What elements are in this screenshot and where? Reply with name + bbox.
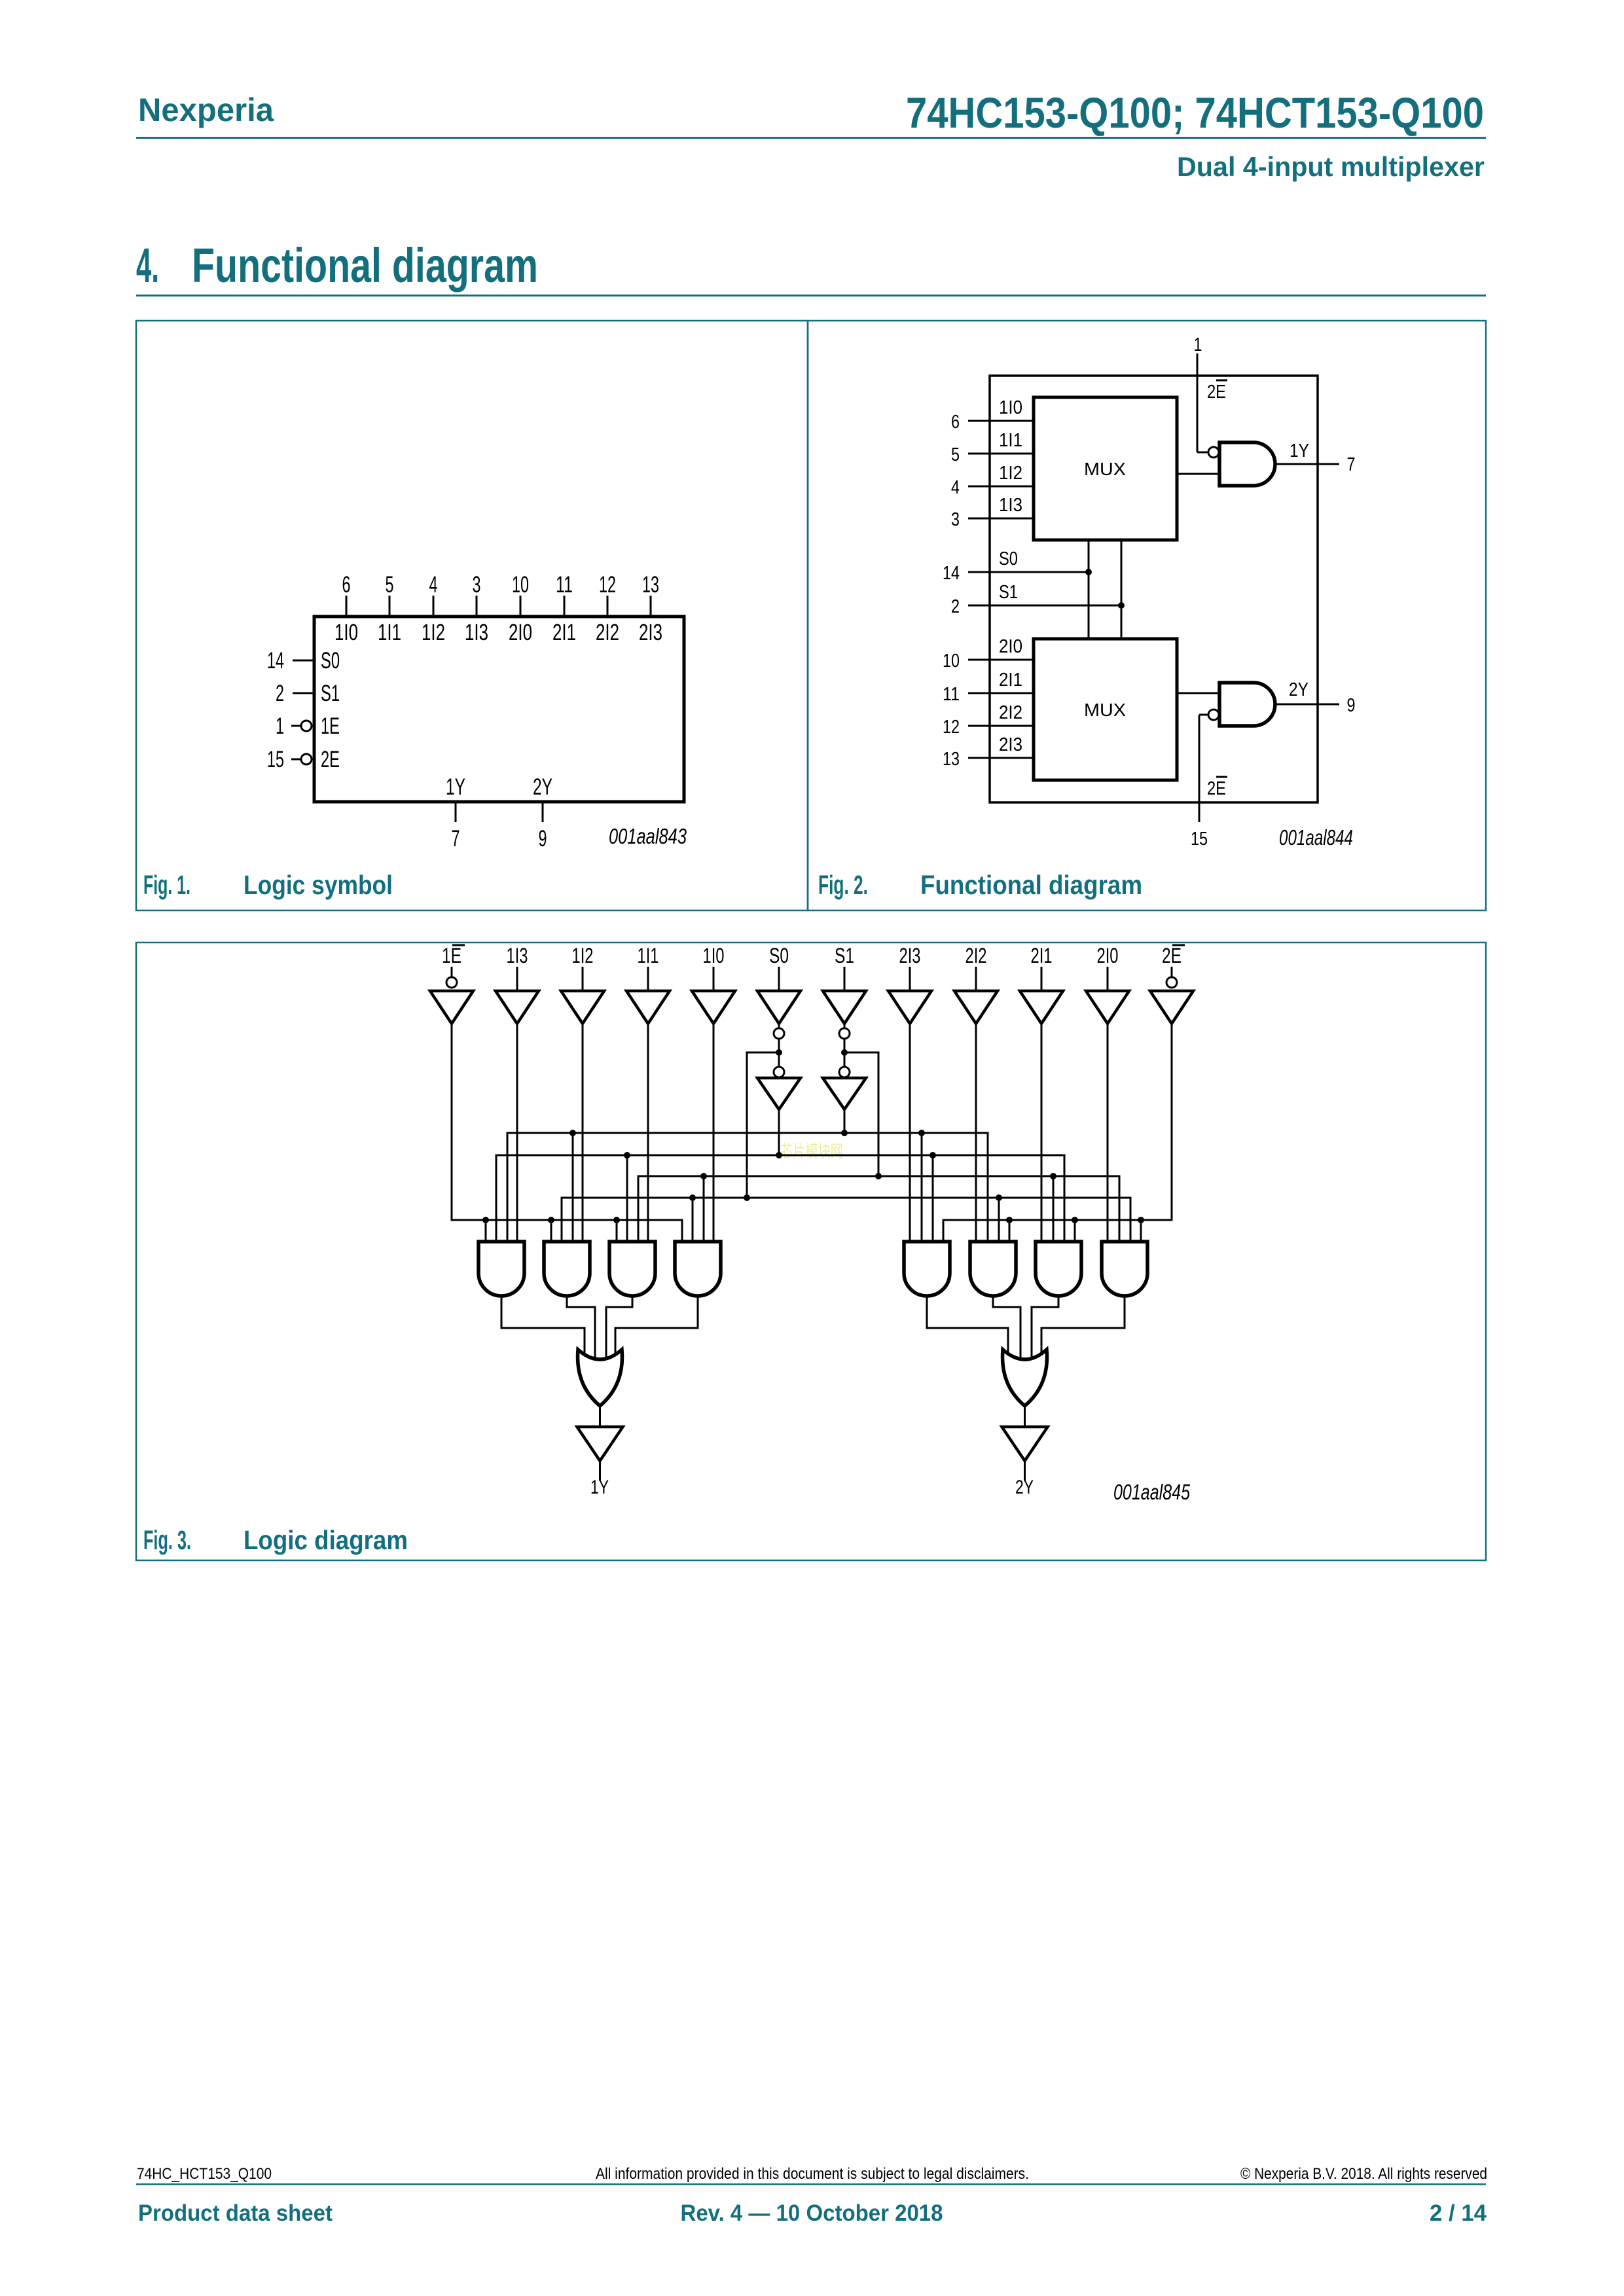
- svg-text:MUX: MUX: [1084, 459, 1126, 479]
- svg-text:Logic diagram: Logic diagram: [244, 1525, 408, 1555]
- svg-text:1I3: 1I3: [999, 495, 1022, 516]
- svg-text:4.: 4.: [136, 238, 159, 293]
- svg-text:1I2: 1I2: [999, 463, 1022, 484]
- svg-text:Functional diagram: Functional diagram: [920, 870, 1142, 900]
- svg-text:1E: 1E: [321, 713, 340, 739]
- svg-text:1I0: 1I0: [703, 944, 725, 967]
- svg-text:7: 7: [452, 826, 460, 852]
- svg-text:1I2: 1I2: [572, 944, 594, 967]
- svg-text:12: 12: [943, 717, 960, 738]
- svg-text:10: 10: [943, 651, 960, 672]
- svg-text:001aal845: 001aal845: [1113, 1480, 1190, 1504]
- svg-text:1: 1: [1194, 334, 1202, 355]
- svg-text:2I1: 2I1: [999, 670, 1022, 691]
- svg-text:1I0: 1I0: [999, 397, 1022, 418]
- svg-text:15: 15: [1191, 829, 1208, 850]
- svg-text:13: 13: [642, 572, 659, 598]
- svg-text:1I1: 1I1: [378, 620, 401, 645]
- svg-text:1E: 1E: [442, 944, 461, 967]
- svg-text:6: 6: [342, 572, 351, 598]
- svg-text:2I0: 2I0: [999, 636, 1022, 657]
- svg-text:MUX: MUX: [1084, 700, 1126, 720]
- svg-text:74HC_HCT153_Q100: 74HC_HCT153_Q100: [137, 2165, 272, 2183]
- svg-text:2E: 2E: [1207, 778, 1226, 799]
- svg-text:2I2: 2I2: [999, 702, 1022, 723]
- svg-text:13: 13: [943, 749, 960, 770]
- svg-text:4: 4: [951, 477, 960, 498]
- svg-text:001aal844: 001aal844: [1279, 825, 1353, 850]
- svg-text:2I2: 2I2: [965, 944, 987, 967]
- svg-text:1: 1: [276, 713, 284, 739]
- svg-text:11: 11: [556, 572, 573, 598]
- svg-text:1I3: 1I3: [507, 944, 528, 967]
- svg-text:Logic symbol: Logic symbol: [244, 870, 393, 900]
- svg-text:3: 3: [951, 509, 960, 530]
- svg-text:Nexperia: Nexperia: [138, 92, 274, 128]
- svg-text:芯片模块网: 芯片模块网: [780, 1141, 843, 1161]
- svg-text:1I3: 1I3: [465, 620, 488, 645]
- svg-text:2I1: 2I1: [552, 620, 576, 645]
- svg-text:2I0: 2I0: [509, 620, 532, 645]
- svg-text:2Y: 2Y: [533, 774, 552, 800]
- svg-text:10: 10: [512, 572, 529, 598]
- svg-text:1Y: 1Y: [446, 774, 465, 800]
- svg-text:1I1: 1I1: [638, 944, 659, 967]
- svg-text:Functional diagram: Functional diagram: [192, 238, 538, 293]
- svg-text:2E: 2E: [1207, 382, 1226, 403]
- svg-text:2: 2: [276, 681, 284, 706]
- svg-text:All information provided in th: All information provided in this documen…: [596, 2165, 1029, 2183]
- svg-text:S1: S1: [321, 681, 340, 706]
- svg-text:14: 14: [943, 563, 960, 584]
- svg-text:© Nexperia B.V. 2018. All righ: © Nexperia B.V. 2018. All rights reserve…: [1240, 2165, 1487, 2183]
- svg-text:001aal843: 001aal843: [609, 824, 687, 848]
- svg-text:S0: S0: [999, 548, 1018, 569]
- svg-text:15: 15: [267, 747, 284, 772]
- svg-text:Rev. 4 — 10 October 2018: Rev. 4 — 10 October 2018: [681, 2200, 943, 2226]
- svg-text:1I0: 1I0: [334, 620, 358, 645]
- svg-text:2I0: 2I0: [1097, 944, 1119, 967]
- svg-text:2E: 2E: [321, 747, 340, 772]
- svg-text:3: 3: [473, 572, 481, 598]
- svg-text:5: 5: [386, 572, 394, 598]
- svg-text:2I3: 2I3: [899, 944, 921, 967]
- svg-text:6: 6: [951, 412, 960, 433]
- svg-text:1Y: 1Y: [590, 1477, 609, 1498]
- svg-text:9: 9: [1347, 695, 1356, 716]
- svg-text:9: 9: [539, 826, 547, 852]
- svg-text:Dual 4-input multiplexer: Dual 4-input multiplexer: [1177, 151, 1485, 182]
- svg-text:4: 4: [429, 572, 438, 598]
- svg-text:14: 14: [267, 648, 284, 673]
- svg-text:2 / 14: 2 / 14: [1430, 2200, 1487, 2226]
- svg-text:Fig. 3.: Fig. 3.: [143, 1525, 191, 1555]
- svg-text:Fig. 2.: Fig. 2.: [818, 870, 868, 900]
- svg-text:2: 2: [951, 596, 960, 617]
- svg-text:2Y: 2Y: [1015, 1477, 1034, 1498]
- svg-text:S1: S1: [999, 582, 1018, 603]
- svg-text:2E: 2E: [1162, 944, 1182, 967]
- svg-text:S0: S0: [769, 944, 789, 967]
- svg-text:2Y: 2Y: [1289, 679, 1308, 700]
- svg-text:11: 11: [943, 684, 960, 705]
- svg-text:5: 5: [951, 444, 960, 465]
- svg-text:Product data sheet: Product data sheet: [138, 2200, 333, 2226]
- svg-text:S0: S0: [321, 648, 340, 673]
- svg-text:2I3: 2I3: [999, 734, 1022, 755]
- svg-text:7: 7: [1347, 454, 1356, 475]
- svg-text:Fig. 1.: Fig. 1.: [143, 870, 190, 900]
- svg-text:2I1: 2I1: [1031, 944, 1053, 967]
- svg-text:12: 12: [599, 572, 616, 598]
- svg-text:2I3: 2I3: [639, 620, 662, 645]
- svg-text:2I2: 2I2: [596, 620, 619, 645]
- svg-text:1Y: 1Y: [1290, 440, 1309, 461]
- svg-text:1I1: 1I1: [999, 430, 1022, 451]
- svg-text:1I2: 1I2: [422, 620, 445, 645]
- svg-text:74HC153-Q100; 74HCT153-Q100: 74HC153-Q100; 74HCT153-Q100: [906, 88, 1484, 137]
- svg-text:S1: S1: [835, 944, 854, 967]
